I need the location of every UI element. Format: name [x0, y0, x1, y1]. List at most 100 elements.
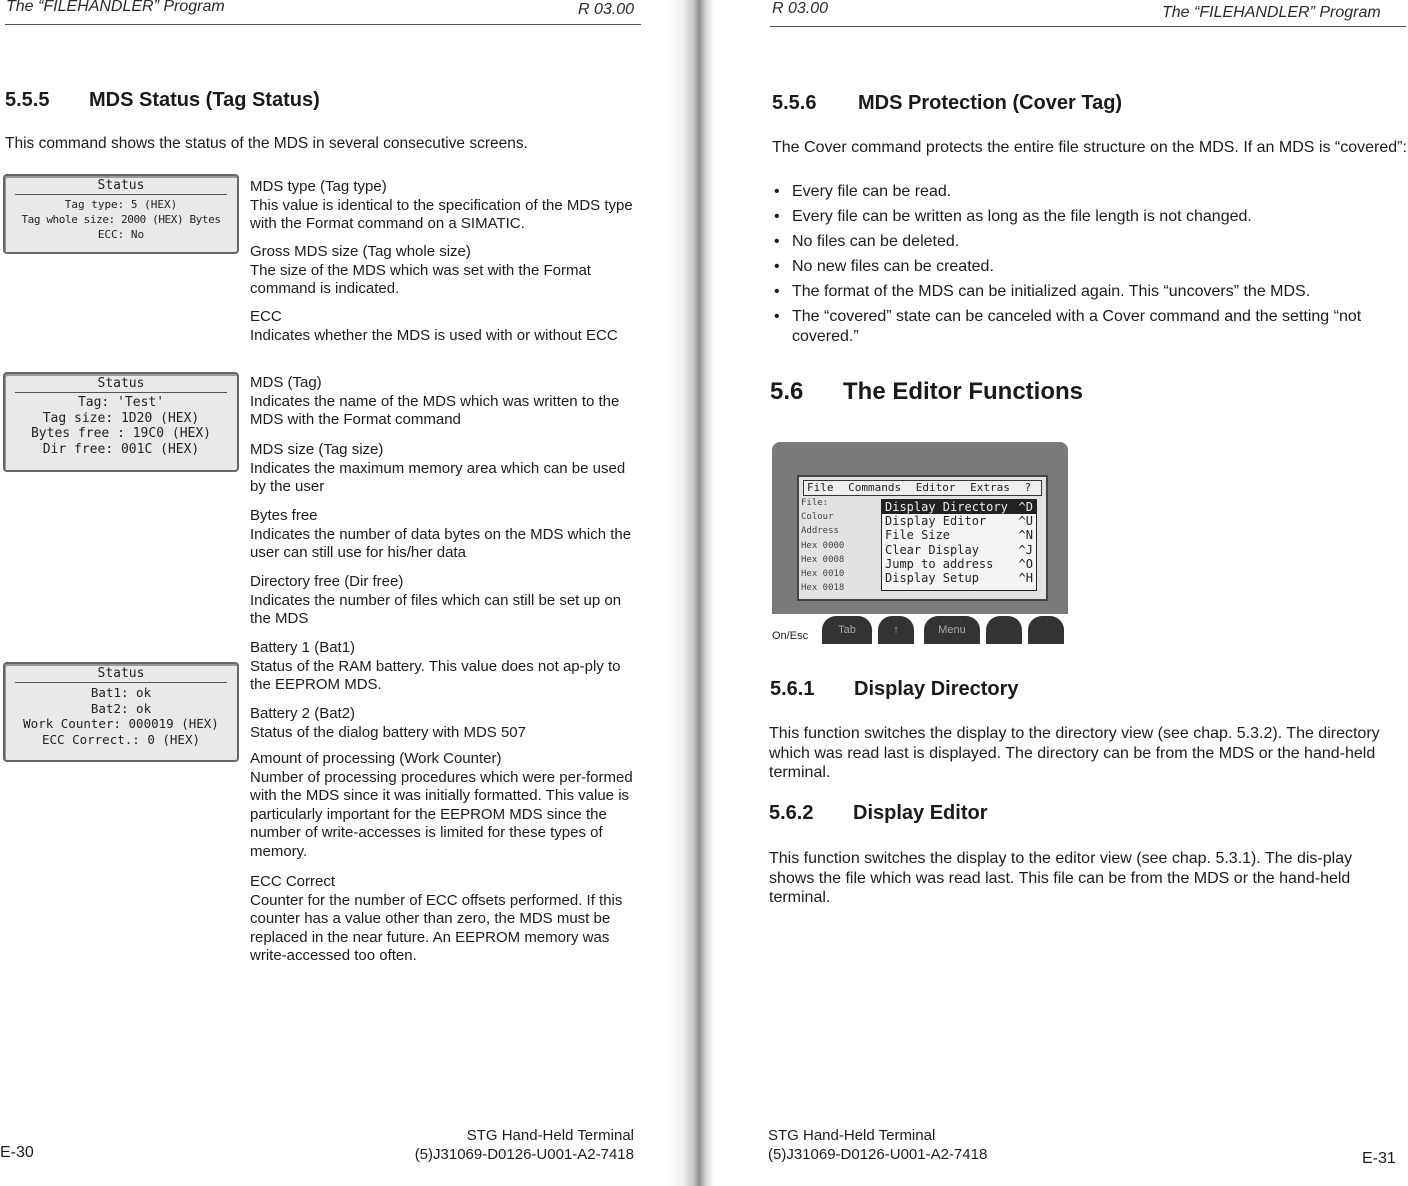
menu-item-label: Display Directory: [885, 500, 1008, 514]
menu-item-shortcut: ^H: [1018, 571, 1033, 586]
commands-dropdown: Display Directory^D Display Editor^U Fil…: [881, 499, 1037, 591]
desc-text: Indicates the name of the MDS which was …: [250, 392, 620, 429]
section-title: MDS Status (Tag Status): [89, 89, 320, 111]
desc-work-counter: Amount of processing (Work Counter) Numb…: [250, 750, 642, 862]
chapter-number: 5.6: [770, 378, 804, 405]
status-line: Dir free: 001C (HEX): [42, 441, 200, 457]
status-line: Tag size: 1D20 (HEX): [42, 410, 200, 426]
terminal-keypad: On/Esc Tab ↑ Menu: [772, 614, 1068, 647]
right-footer: STG Hand-Held Terminal (5)J31069-D0126-U…: [768, 1126, 987, 1164]
key-backspace: [986, 616, 1022, 644]
address-line: Hex 0000: [801, 540, 845, 551]
section-number: 5.6.2: [769, 802, 814, 824]
status-screen-title: Status: [14, 666, 228, 683]
list-item: Every file can be written as long as the…: [772, 207, 1402, 227]
status-line: Work Counter: 000019 (HEX): [23, 716, 219, 731]
desc-term: MDS (Tag): [250, 374, 322, 391]
status-screen-title: Status: [14, 178, 228, 195]
section-title: Display Editor: [853, 802, 988, 824]
section-number: 5.6.1: [770, 678, 815, 700]
menu-item-jump-to-address: Jump to address ^O: [882, 557, 1036, 571]
list-item: Every file can be read.: [772, 182, 1402, 202]
menu-item-label: Jump to address: [885, 556, 994, 571]
status-line: Tag: 'Test': [77, 395, 165, 410]
status-line: Bytes free : 19C0 (HEX): [30, 426, 211, 441]
cover-bullet-list: Every file can be read. Every file can b…: [772, 182, 1402, 352]
desc-text: Status of the RAM battery. This value do…: [250, 657, 621, 694]
address-line: Hex 0010: [801, 569, 845, 580]
footer-doc-number: (5)J31069-D0126-U001-A2-7418: [768, 1146, 988, 1163]
desc-bat1: Battery 1 (Bat1) Status of the RAM batte…: [250, 639, 642, 695]
desc-text: Indicates the number of data bytes on th…: [250, 525, 632, 562]
list-item: The format of the MDS can be initialized…: [772, 282, 1402, 302]
desc-term: Amount of processing (Work Counter): [250, 750, 502, 767]
menu-item-label: Clear Display: [885, 542, 979, 557]
footer-product: STG Hand-Held Terminal: [768, 1127, 936, 1144]
left-header-version: R 03.00: [578, 1, 635, 18]
desc-term: Battery 1 (Bat1): [250, 639, 356, 656]
menu-item-shortcut: ^O: [1018, 556, 1033, 571]
address-line: File: Colour: [801, 498, 834, 523]
menu-help: ?: [1024, 481, 1032, 494]
terminal-display: File Commands Editor Extras ? File: Colo…: [797, 475, 1048, 601]
status-screen-title: Status: [14, 376, 228, 393]
desc-dir-free: Directory free (Dir free) Indicates the …: [250, 573, 642, 629]
menu-extras: Extras: [970, 481, 1010, 494]
desc-text: The size of the MDS which was set with t…: [250, 261, 591, 298]
status-screen-3: Status Bat1: ok Bat2: ok Work Counter: 0…: [3, 662, 239, 762]
right-header-version: R 03.00: [772, 0, 829, 17]
display-editor-text: This function switches the display to th…: [769, 850, 1353, 906]
status-screen-2: Status Tag: 'Test' Tag size: 1D20 (HEX) …: [3, 372, 239, 472]
key-light: [1028, 616, 1064, 644]
left-page-number: E-30: [0, 1144, 34, 1161]
menu-item-label: Display Editor: [885, 514, 987, 529]
desc-text: Status of the dialog battery with MDS 50…: [250, 723, 526, 741]
menu-commands: Commands: [848, 481, 902, 494]
list-item: No new files can be created.: [772, 257, 1402, 277]
section-title: MDS Protection (Cover Tag): [858, 92, 1123, 114]
address-line: Hex 0018: [801, 583, 845, 594]
desc-tag-type: MDS type (Tag type) This value is identi…: [250, 178, 642, 234]
section-number: 5.5.6: [772, 92, 817, 114]
desc-tag: MDS (Tag) Indicates the name of the MDS …: [250, 374, 642, 430]
key-on-esc: On/Esc: [772, 622, 818, 647]
address-column: File: Colour Address Hex 0000 Hex 0008 H…: [801, 496, 859, 595]
desc-term: ECC: [250, 308, 282, 325]
book-gutter: [668, 0, 714, 1186]
menu-item-file-size: File Size^N: [882, 528, 1036, 542]
status-line: ECC: No: [97, 228, 145, 241]
desc-term: Directory free (Dir free): [250, 573, 404, 590]
footer-doc-number: (5)J31069-D0126-U001-A2-7418: [414, 1146, 634, 1163]
section-5-5-6-heading: 5.5.6 MDS Protection (Cover Tag): [772, 92, 1122, 115]
desc-ecc-correct: ECC Correct Counter for the number of EC…: [250, 873, 642, 966]
menu-item-shortcut: ^N: [1018, 528, 1033, 543]
desc-text: This value is identical to the specifica…: [250, 196, 633, 233]
desc-term: Bytes free: [250, 507, 318, 524]
menu-item-shortcut: ^U: [1018, 514, 1033, 529]
list-item: No files can be deleted.: [772, 232, 1402, 252]
status-line: ECC Correct.: 0 (HEX): [41, 731, 201, 747]
desc-ecc: ECC Indicates whether the MDS is used wi…: [250, 308, 642, 345]
desc-text: Counter for the number of ECC offsets pe…: [250, 891, 623, 965]
left-header-rule: [5, 24, 641, 25]
address-line: Address: [801, 526, 839, 537]
right-page-number: E-31: [1362, 1150, 1396, 1167]
left-footer: STG Hand-Held Terminal (5)J31069-D0126-U…: [380, 1126, 634, 1164]
list-item: The “covered” state can be canceled with…: [772, 307, 1402, 346]
status-line: Bat2: ok: [90, 700, 152, 716]
section-intro: This command shows the status of the MDS…: [5, 135, 528, 152]
desc-text: Indicates whether the MDS is used with o…: [250, 326, 618, 344]
desc-text: Indicates the number of files which can …: [250, 591, 622, 628]
key-menu: Menu: [924, 616, 980, 644]
key-tab: Tab: [822, 616, 872, 644]
cover-intro: The Cover command protects the entire fi…: [772, 139, 1407, 156]
footer-product: STG Hand-Held Terminal: [466, 1127, 634, 1144]
desc-term: Battery 2 (Bat2): [250, 705, 356, 722]
chapter-title: The Editor Functions: [843, 378, 1083, 405]
menu-item-display-setup: Display Setup^H: [882, 571, 1036, 585]
status-line: Bat1: ok: [90, 685, 152, 700]
chapter-5-6-heading: 5.6 The Editor Functions: [770, 378, 1083, 406]
key-up-arrow: ↑: [878, 616, 914, 644]
